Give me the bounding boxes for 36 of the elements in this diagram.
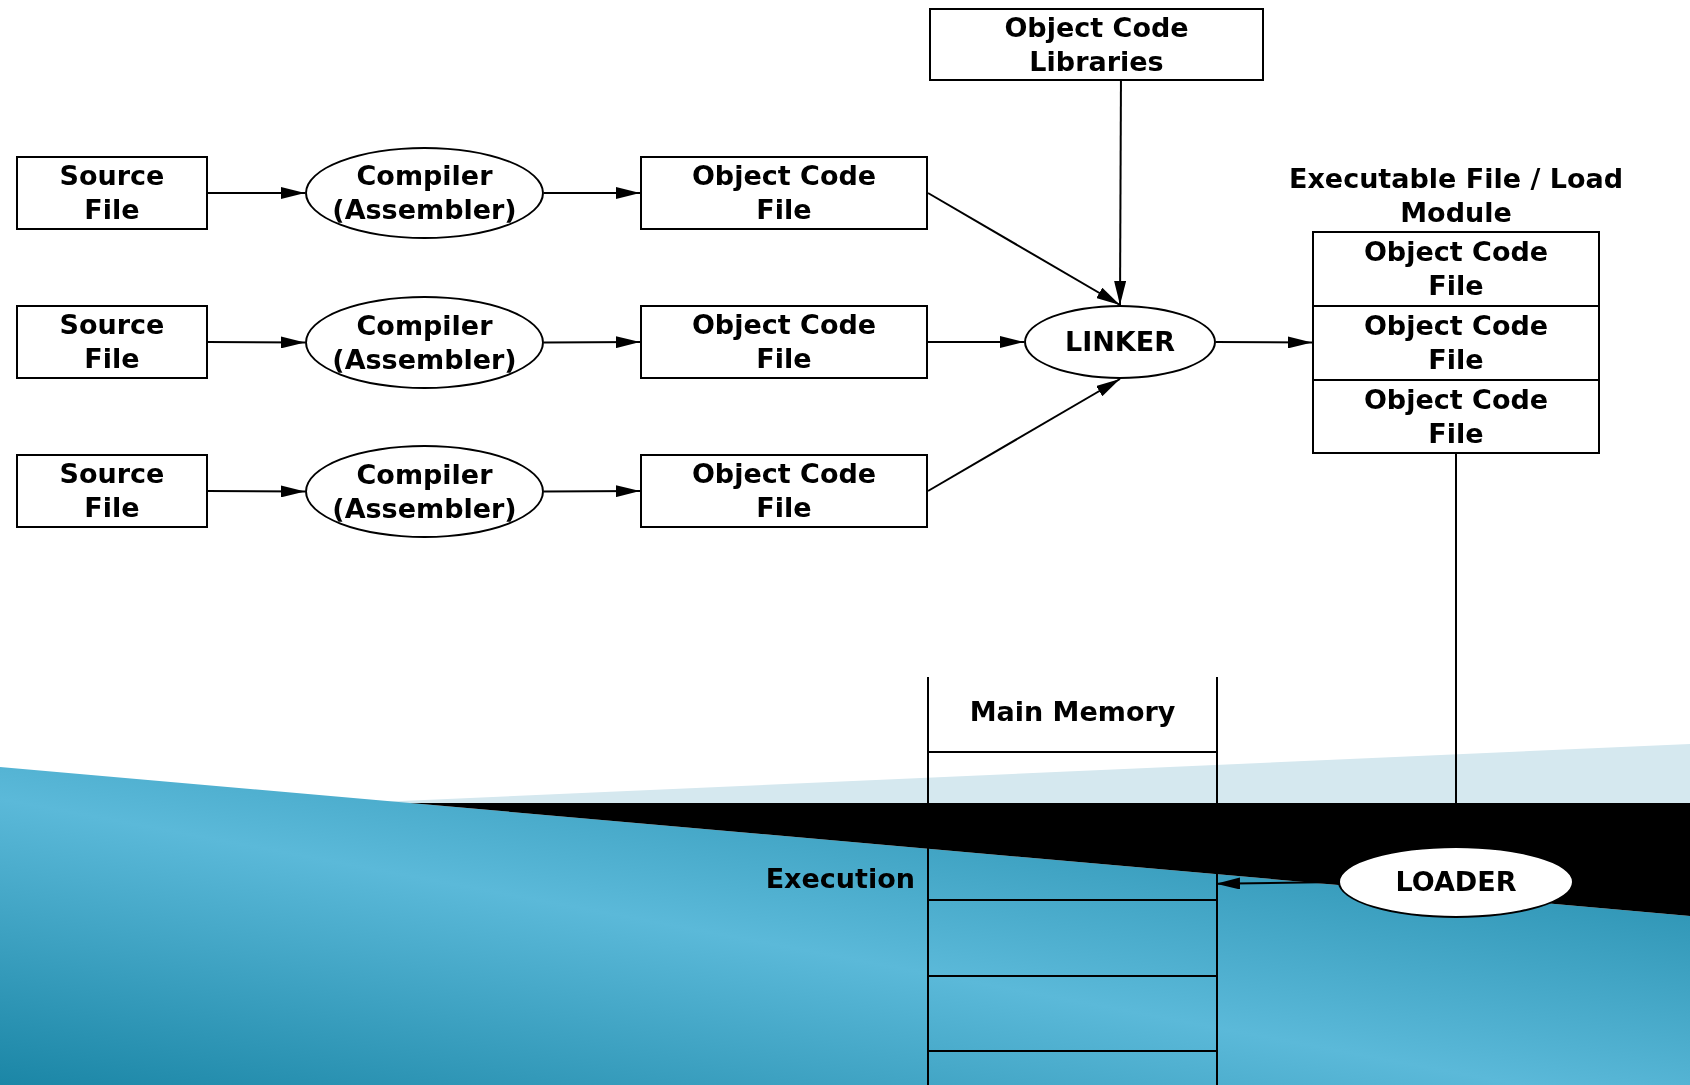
- process-box: [16, 305, 208, 379]
- node-label: Compiler (Assembler): [331, 457, 518, 526]
- process-box: [640, 454, 928, 528]
- node-label: Object Code Libraries: [1003, 10, 1190, 79]
- node-label: Compiler (Assembler): [331, 159, 518, 227]
- arrow: [207, 485, 306, 498]
- arrow: [543, 485, 641, 498]
- arrow: [207, 336, 306, 349]
- arrow: [543, 336, 641, 349]
- process-box: [929, 8, 1264, 81]
- arrow: [207, 187, 306, 199]
- node-label: Object Code File: [1362, 235, 1550, 303]
- arrow: [927, 192, 1121, 306]
- node-label: Source File: [58, 457, 166, 525]
- node-label: Object Code File: [1362, 309, 1550, 377]
- slot-label: Execution: [765, 862, 915, 897]
- node-label: Object Code File: [1362, 382, 1550, 451]
- node-label: LOADER: [1394, 865, 1518, 899]
- node-label: Object Code File: [690, 159, 878, 227]
- process-box: [640, 305, 928, 379]
- arrow: [927, 336, 1025, 348]
- stack-heading: Executable File / Load Module: [1287, 162, 1624, 230]
- node-label: Source File: [58, 308, 166, 376]
- process-box: [640, 156, 928, 230]
- arrow: [927, 378, 1121, 492]
- node-label: Compiler (Assembler): [331, 308, 518, 377]
- memory-label: Main Memory: [968, 695, 1177, 729]
- node-label: LINKER: [1064, 325, 1176, 359]
- arrow: [543, 187, 641, 199]
- process-box: [16, 156, 208, 230]
- node-label: Source File: [58, 159, 166, 227]
- process-box: [16, 454, 208, 528]
- arrow: [1114, 80, 1127, 306]
- node-label: Object Code File: [690, 308, 878, 376]
- arrow: [1215, 336, 1313, 349]
- node-label: Object Code File: [690, 457, 878, 525]
